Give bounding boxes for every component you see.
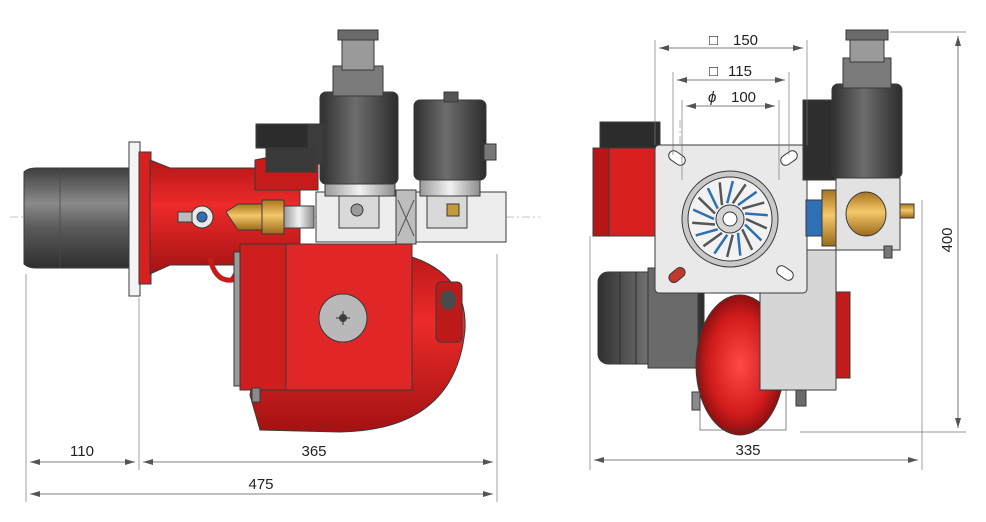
side-view: 110 365 475 — [10, 29, 540, 502]
diffuser-blade — [737, 190, 758, 207]
diffuser-blade — [697, 196, 716, 215]
diffuser-blade — [731, 183, 747, 204]
diffuser-blade — [726, 180, 735, 204]
control-box — [592, 121, 661, 237]
diffuser-blade — [718, 182, 724, 206]
square-symbol-115: □ — [709, 63, 718, 80]
solenoid-coil-2 — [413, 91, 497, 181]
fan-housing — [233, 243, 466, 433]
dim-475: 475 — [248, 476, 273, 493]
front-view: □ 150 □ 115 ϕ 100 335 400 — [589, 29, 966, 470]
diffuser-blade — [692, 221, 716, 226]
diffuser-blade — [741, 201, 765, 210]
dim-400: 400 — [939, 227, 956, 252]
dim-110: 110 — [70, 443, 94, 460]
diffuser-blade — [744, 223, 763, 242]
dim-100: 100 — [731, 89, 756, 106]
diffuser-blade — [744, 212, 768, 217]
diffuser-blade — [725, 234, 734, 258]
mounting-flange — [128, 141, 152, 297]
diffuser-blade — [695, 228, 719, 237]
diffuser-blade — [692, 208, 715, 221]
dim-150: 150 — [733, 32, 758, 49]
side-dimensions — [25, 254, 498, 502]
pressure-nipple — [177, 205, 214, 229]
diffuser-blade — [741, 228, 754, 251]
front-dimensions — [589, 31, 966, 470]
diffuser-blade — [713, 234, 729, 255]
solenoid-coil-1 — [255, 29, 399, 185]
square-symbol-150: □ — [709, 32, 718, 49]
gas-valve-block — [315, 179, 507, 245]
diffuser-blades — [692, 180, 768, 258]
dim-365: 365 — [301, 443, 326, 460]
blast-tube — [23, 167, 133, 269]
dim-335: 335 — [735, 442, 760, 459]
diffuser-blade — [745, 217, 768, 230]
brass-gas-connector — [225, 199, 315, 235]
diffuser-blade — [706, 187, 719, 210]
valve-column — [802, 29, 915, 259]
diffuser-blade — [736, 232, 742, 256]
diffuser-blade — [702, 231, 723, 248]
dim-115: 115 — [728, 63, 752, 80]
flange-plate — [654, 144, 808, 294]
diameter-symbol: ϕ — [708, 89, 716, 106]
